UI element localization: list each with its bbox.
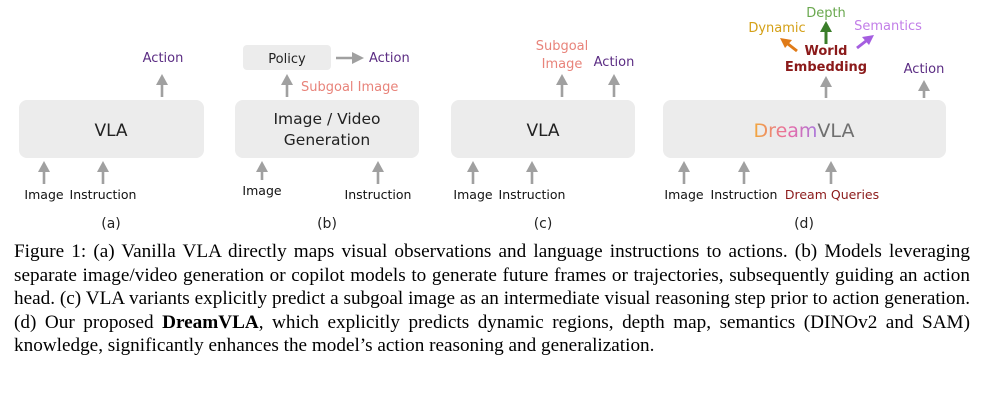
arrow-image-c xyxy=(467,161,479,184)
input-instruction-b: Instruction xyxy=(345,187,412,202)
arrow-dream-queries xyxy=(825,161,837,184)
figure-diagram: VLA Image Instruction Action (a) Policy … xyxy=(19,6,946,232)
panel-tag-c: (c) xyxy=(534,216,553,232)
arrow-policy-action xyxy=(336,52,364,64)
knowledge-dynamic: Dynamic xyxy=(748,21,805,36)
arrow-image-b xyxy=(256,161,268,180)
caption-text-after: , which explicitly predicts dynamic regi… xyxy=(14,311,970,357)
world-embedding-line1: World xyxy=(805,44,848,59)
vla-label-c: VLA xyxy=(526,121,559,141)
dreamvla-logo: DreamVLA xyxy=(754,120,855,142)
arrow-action-d xyxy=(918,80,930,98)
panel-b: Policy Action Subgoal Image Image / Vide… xyxy=(235,45,419,232)
input-image-d: Image xyxy=(664,187,703,202)
caption-label: Figure 1: xyxy=(14,241,87,262)
world-embedding-line2: Embedding xyxy=(785,60,867,75)
panel-tag-a: (a) xyxy=(101,216,121,232)
dreamvla-logo-dream: Dream xyxy=(754,120,818,142)
subgoal-label-c-line1: Subgoal xyxy=(536,39,589,54)
dreamvla-logo-vla: VLA xyxy=(817,120,854,142)
arrow-world-embedding xyxy=(820,76,832,98)
dreamvla-box xyxy=(663,100,946,158)
input-instruction-a: Instruction xyxy=(70,187,137,202)
subgoal-image-label-b: Subgoal Image xyxy=(301,80,398,95)
generation-box xyxy=(235,100,419,158)
generation-label-line1: Image / Video xyxy=(273,110,380,128)
policy-label: Policy xyxy=(268,52,306,67)
output-action-a: Action xyxy=(143,51,184,66)
panel-d: Dynamic Depth Semantics World Embedding … xyxy=(663,6,946,232)
arrow-semantics xyxy=(856,35,874,50)
generation-label-line2: Generation xyxy=(284,131,370,149)
policy-output-action: Action xyxy=(369,51,410,66)
input-dream-queries: Dream Queries xyxy=(785,187,879,202)
arrow-dynamic xyxy=(780,38,798,53)
policy-box xyxy=(243,45,331,70)
output-action-c: Action xyxy=(594,55,635,70)
input-instruction-d: Instruction xyxy=(711,187,778,202)
figure-caption: Figure 1: (a) Vanilla VLA directly maps … xyxy=(14,240,970,358)
arrow-instruction-a xyxy=(97,161,109,184)
arrow-instruction-b xyxy=(372,161,384,184)
caption-highlight: DreamVLA xyxy=(162,311,259,333)
vla-box-c xyxy=(451,100,635,158)
arrow-instruction-c xyxy=(526,161,538,184)
input-image-a: Image xyxy=(24,187,63,202)
vla-box-a xyxy=(19,100,204,158)
arrow-image-a xyxy=(38,161,50,184)
subgoal-label-c-line2: Image xyxy=(542,57,583,72)
input-instruction-c: Instruction xyxy=(499,187,566,202)
panel-c: Subgoal Image Action VLA Image Instructi… xyxy=(451,39,635,232)
arrow-instruction-d xyxy=(738,161,750,184)
output-action-d: Action xyxy=(904,62,945,77)
arrow-action-c xyxy=(608,74,620,97)
arrow-subgoal-c xyxy=(556,74,568,97)
arrow-action-a xyxy=(156,74,168,97)
knowledge-semantics: Semantics xyxy=(854,19,922,34)
arrow-subgoal-b xyxy=(281,74,293,97)
knowledge-depth: Depth xyxy=(806,6,846,21)
arrow-depth xyxy=(820,21,832,44)
input-image-c: Image xyxy=(453,187,492,202)
panel-tag-d: (d) xyxy=(794,216,814,232)
panel-a: VLA Image Instruction Action (a) xyxy=(19,51,204,232)
vla-label-a: VLA xyxy=(94,121,127,141)
input-image-b: Image xyxy=(242,183,281,198)
caption-text-before: (a) Vanilla VLA directly maps visual obs… xyxy=(14,241,970,333)
panel-tag-b: (b) xyxy=(317,216,337,232)
arrow-image-d xyxy=(678,161,690,184)
